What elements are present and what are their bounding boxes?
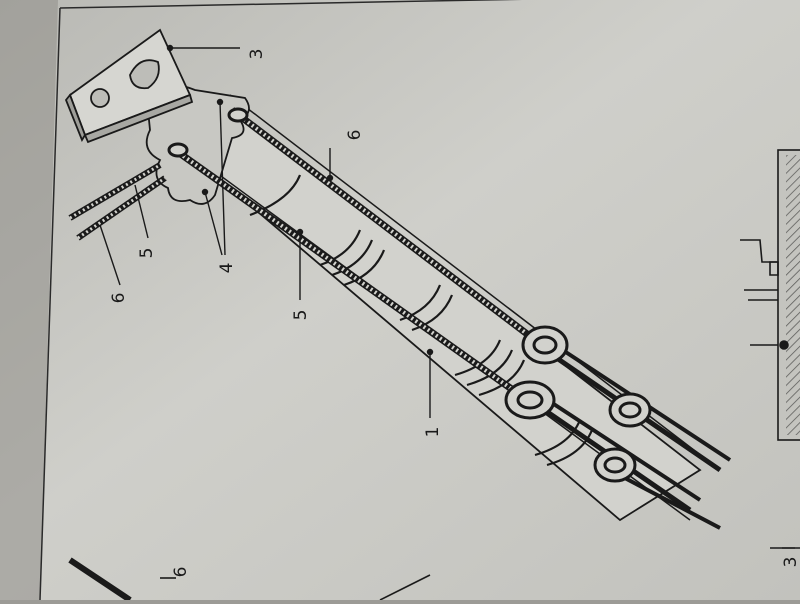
label-part-3: 3 (247, 49, 267, 60)
label-part-3-edge: 3 (781, 557, 800, 568)
rope-left (68, 162, 167, 241)
page-frame-left (39, 7, 61, 601)
part-labels: 3 6 4 5 6 5 1 6 3 (109, 49, 800, 578)
page-frame-line (59, 0, 523, 9)
adjacent-figure-right (740, 149, 800, 549)
adjacent-figure-bottom (68, 557, 431, 603)
label-part-6-upper: 6 (345, 130, 365, 141)
label-part-6-bottom: 6 (171, 567, 191, 578)
label-part-5-lower: 5 (291, 310, 311, 321)
leader-lines (99, 44, 795, 549)
end-bracket (64, 28, 250, 205)
mounting-hole-2 (129, 59, 160, 90)
label-part-4: 4 (217, 263, 237, 274)
label-part-5-upper: 5 (137, 248, 157, 259)
label-part-6-left: 6 (109, 293, 129, 304)
mounting-hole-1 (90, 88, 110, 108)
rope-loops (167, 107, 652, 483)
label-part-1: 1 (423, 427, 443, 438)
